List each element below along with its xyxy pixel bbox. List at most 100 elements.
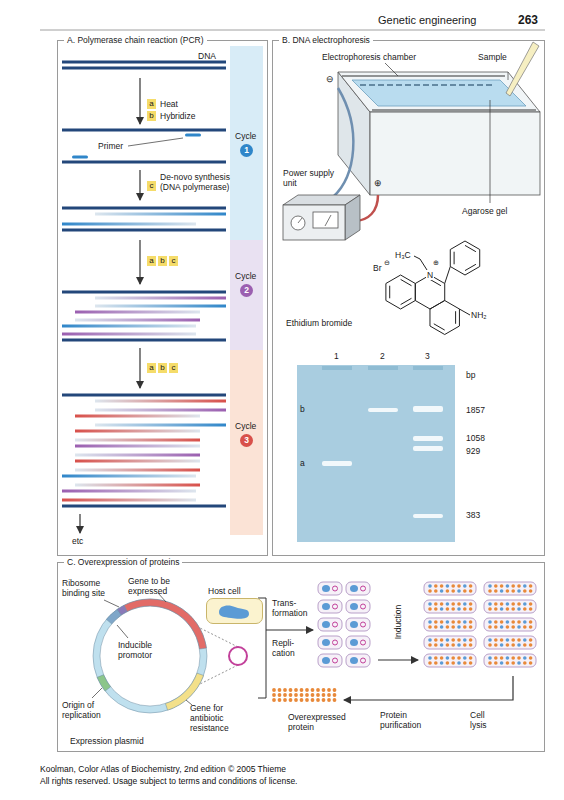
protein-dot: [446, 589, 450, 593]
protein-dot: [440, 638, 444, 642]
protein-dot: [500, 584, 504, 588]
part-label: Origin of replication: [62, 700, 110, 720]
cycle-label: Cycle: [235, 131, 256, 141]
protein-dot: [434, 643, 438, 647]
dna-strand: [95, 213, 226, 216]
lane-number: 3: [425, 351, 430, 361]
size-marker: 1058: [466, 433, 485, 443]
dna-strand: [75, 319, 200, 322]
step-letter: c: [147, 181, 156, 191]
protein-dot: [494, 661, 498, 665]
protein-dot: [529, 638, 533, 642]
dna-strand: [75, 439, 200, 442]
cycle-number: 2: [240, 284, 253, 297]
charge-sign: ⊖: [384, 259, 390, 267]
protein-dot: [446, 584, 450, 588]
protein-dot: [333, 693, 337, 697]
cell-label: Host cell: [208, 586, 241, 597]
protein-dot: [451, 643, 455, 647]
drawing-part: [200, 628, 238, 647]
header-rule: [40, 30, 545, 31]
drawing-part: [313, 212, 338, 228]
protein-dot: [500, 656, 504, 660]
drawing-part: [508, 72, 509, 80]
protein-dot: [316, 693, 320, 697]
protein-dot: [500, 625, 504, 629]
protein-dot: [488, 620, 492, 624]
protein-dot: [428, 602, 432, 606]
cell: [346, 582, 370, 595]
protein-dot: [305, 698, 309, 702]
step-letter: b: [147, 111, 156, 121]
dna-strand: [62, 325, 196, 328]
size-marker: 1857: [466, 405, 485, 415]
protein-dot: [446, 625, 450, 629]
cell-grids: [318, 582, 536, 667]
protein-dot: [428, 625, 432, 629]
protein-dot: [289, 688, 293, 692]
drawing-part: [139, 348, 140, 388]
protein-dot: [511, 620, 515, 624]
protein-dot: [451, 625, 455, 629]
lysis-arrow: [344, 676, 513, 700]
cell: [318, 654, 342, 667]
protein-dot: [463, 625, 467, 629]
protein-dot: [469, 602, 473, 606]
drawing-part: [200, 665, 238, 684]
step-label: Repli- cation: [272, 638, 312, 658]
protein-dot: [440, 656, 444, 660]
cell: [484, 600, 536, 613]
protein-dot: [440, 661, 444, 665]
ethidium-structure: [386, 241, 480, 335]
protein-dot: [446, 638, 450, 642]
part-label: Power supply unit: [283, 168, 339, 188]
protein-dot: [327, 698, 331, 702]
protein-dot: [463, 638, 467, 642]
protein-dot: [488, 589, 492, 593]
plasmid-copy: [333, 586, 338, 591]
dna-strand: [75, 484, 200, 487]
protein-dot: [457, 643, 461, 647]
dna-strand: [62, 67, 226, 70]
protein-dot: [289, 693, 293, 697]
protein-dot: [517, 656, 521, 660]
protein-dot: [311, 688, 315, 692]
protein-dot: [446, 661, 450, 665]
figure-label: Expression plasmid: [70, 736, 144, 746]
dna-strand: [62, 129, 226, 132]
double-bond: [434, 324, 445, 330]
protein-dot: [457, 638, 461, 642]
protein-dot: [529, 620, 533, 624]
part-label: Gene to be expressed: [128, 576, 190, 596]
panel-frame: B. DNA electrophoresis: [272, 40, 545, 556]
protein-dot: [434, 661, 438, 665]
protein-dot: [446, 656, 450, 660]
protein-dot: [529, 589, 533, 593]
protein-dot: [428, 643, 432, 647]
protein-dot: [457, 656, 461, 660]
plasmid-copy: [333, 622, 338, 627]
protein-dot: [451, 638, 455, 642]
drawing-part: [368, 408, 398, 412]
compound-name: Ethidium bromide: [286, 318, 352, 328]
double-bond: [454, 252, 455, 265]
step-letter: c: [169, 256, 178, 266]
protein-dot: [523, 607, 527, 611]
protein-dot: [457, 602, 461, 606]
cell: [484, 618, 536, 631]
protein-dot: [457, 661, 461, 665]
protein-dot: [506, 638, 510, 642]
cell: [318, 636, 342, 649]
drawing-part: [322, 366, 352, 370]
protein-dot: [451, 602, 455, 606]
nucleoid: [322, 603, 330, 610]
part-label: Agarose gel: [462, 206, 507, 216]
step-label: De-novo synthesis (DNA polymerase): [160, 172, 240, 192]
protein-dot: [440, 589, 444, 593]
protein-dot: [451, 656, 455, 660]
plasmid-copy: [333, 604, 338, 609]
drawing-part: [79, 514, 80, 533]
cycle-label: Cycle: [235, 271, 256, 281]
protein-dot: [434, 620, 438, 624]
protein-dot: [283, 688, 287, 692]
